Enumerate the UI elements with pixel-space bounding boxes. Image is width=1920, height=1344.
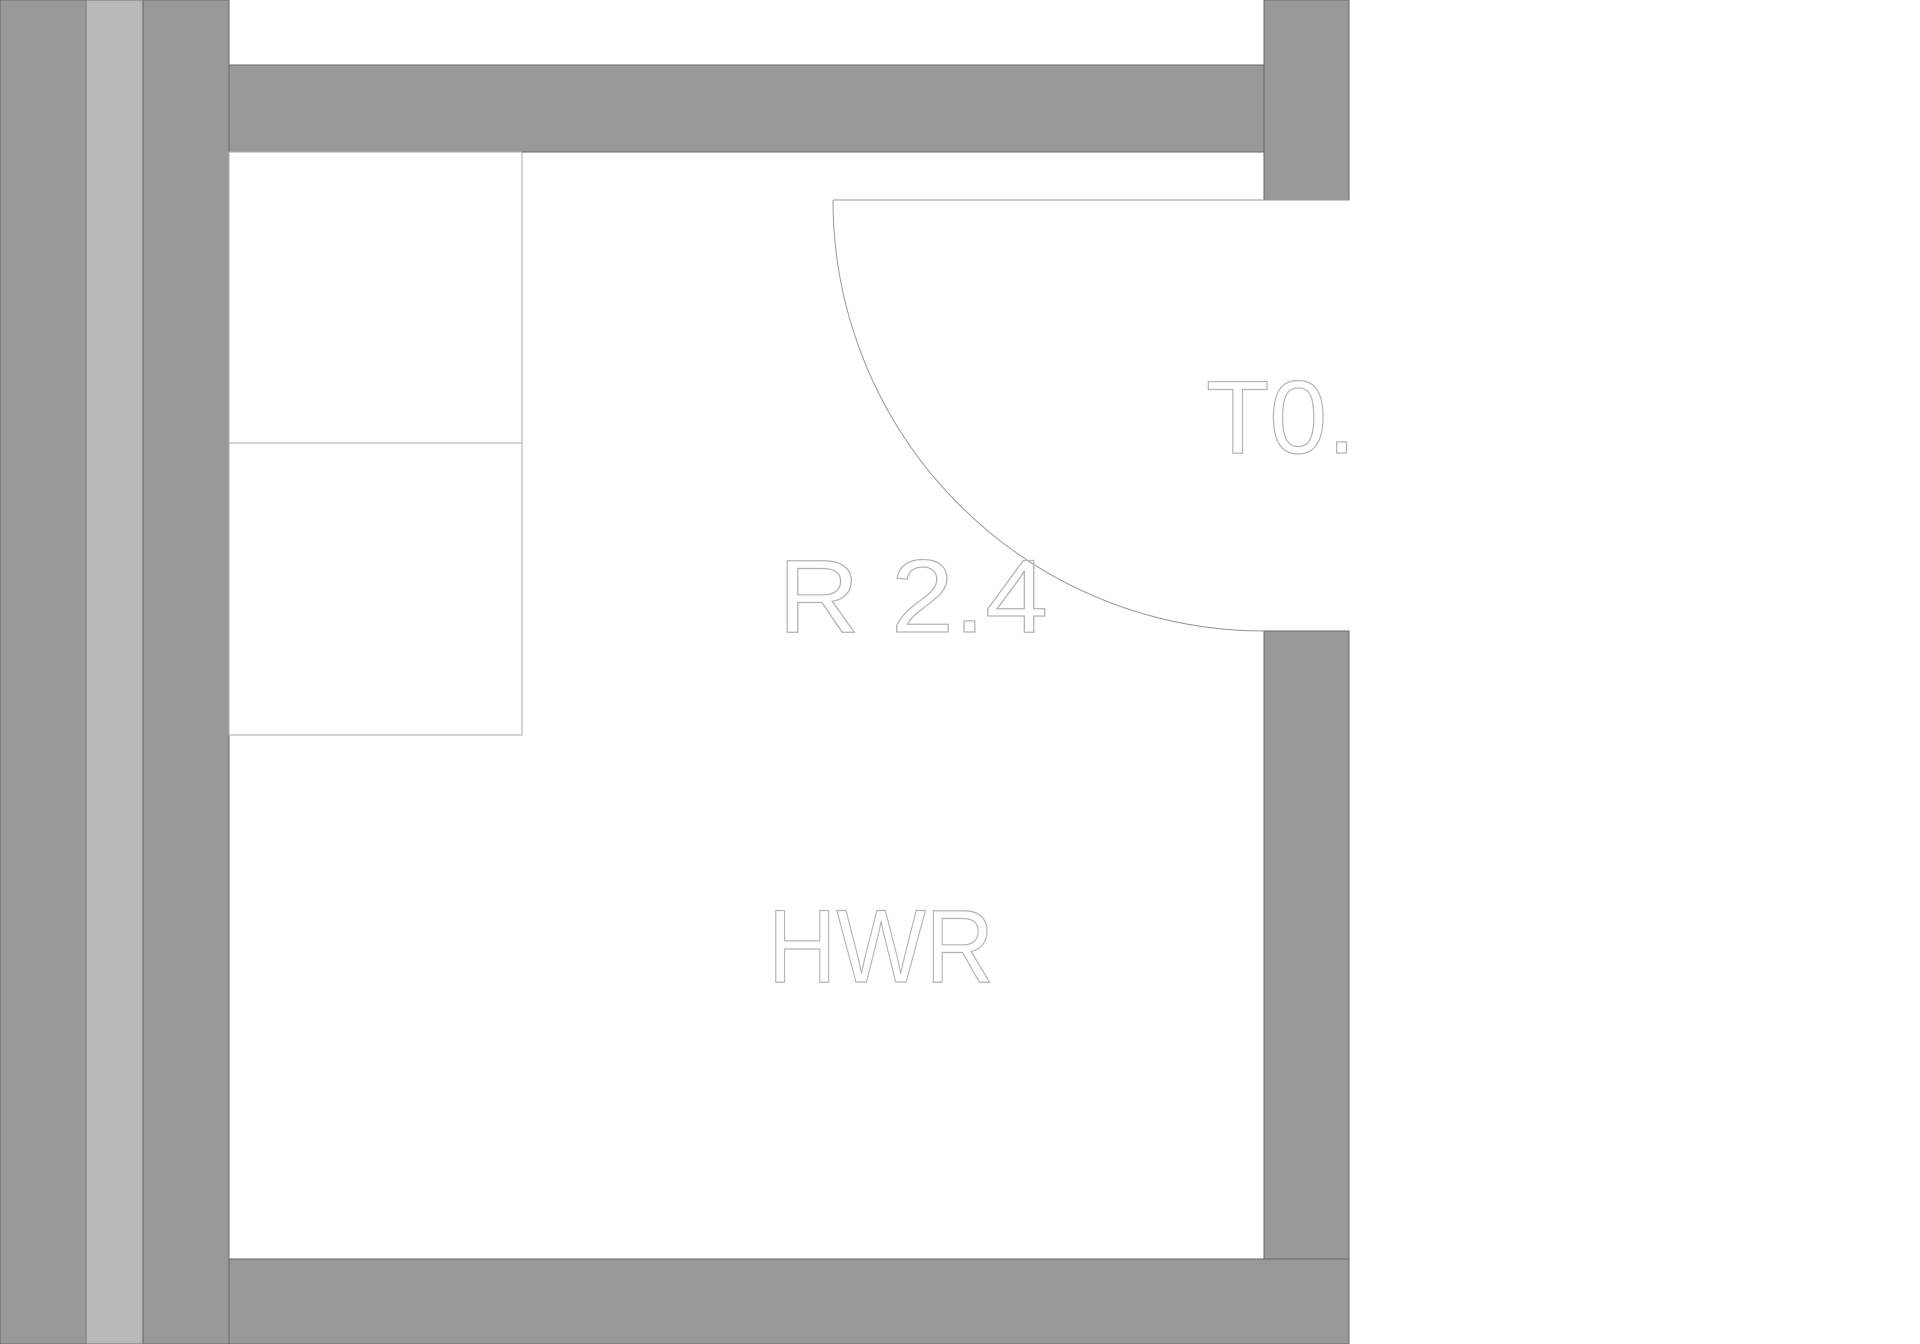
cabinet-upper [228, 151, 523, 444]
cabinet-lower [228, 442, 523, 736]
left-wall-insulation [85, 0, 144, 1344]
door-label: T0. [1206, 360, 1356, 476]
right-wall-lower [1263, 630, 1350, 1344]
room-number: R 2.4 [778, 539, 1048, 655]
room-name: HWR [768, 889, 994, 1005]
right-wall-upper [1263, 0, 1350, 201]
bottom-wall [228, 1258, 1350, 1344]
left-wall-outer [0, 0, 87, 1344]
top-wall [228, 64, 1265, 153]
door-swing-arc [832, 199, 1265, 632]
left-wall-inner [142, 0, 230, 1344]
